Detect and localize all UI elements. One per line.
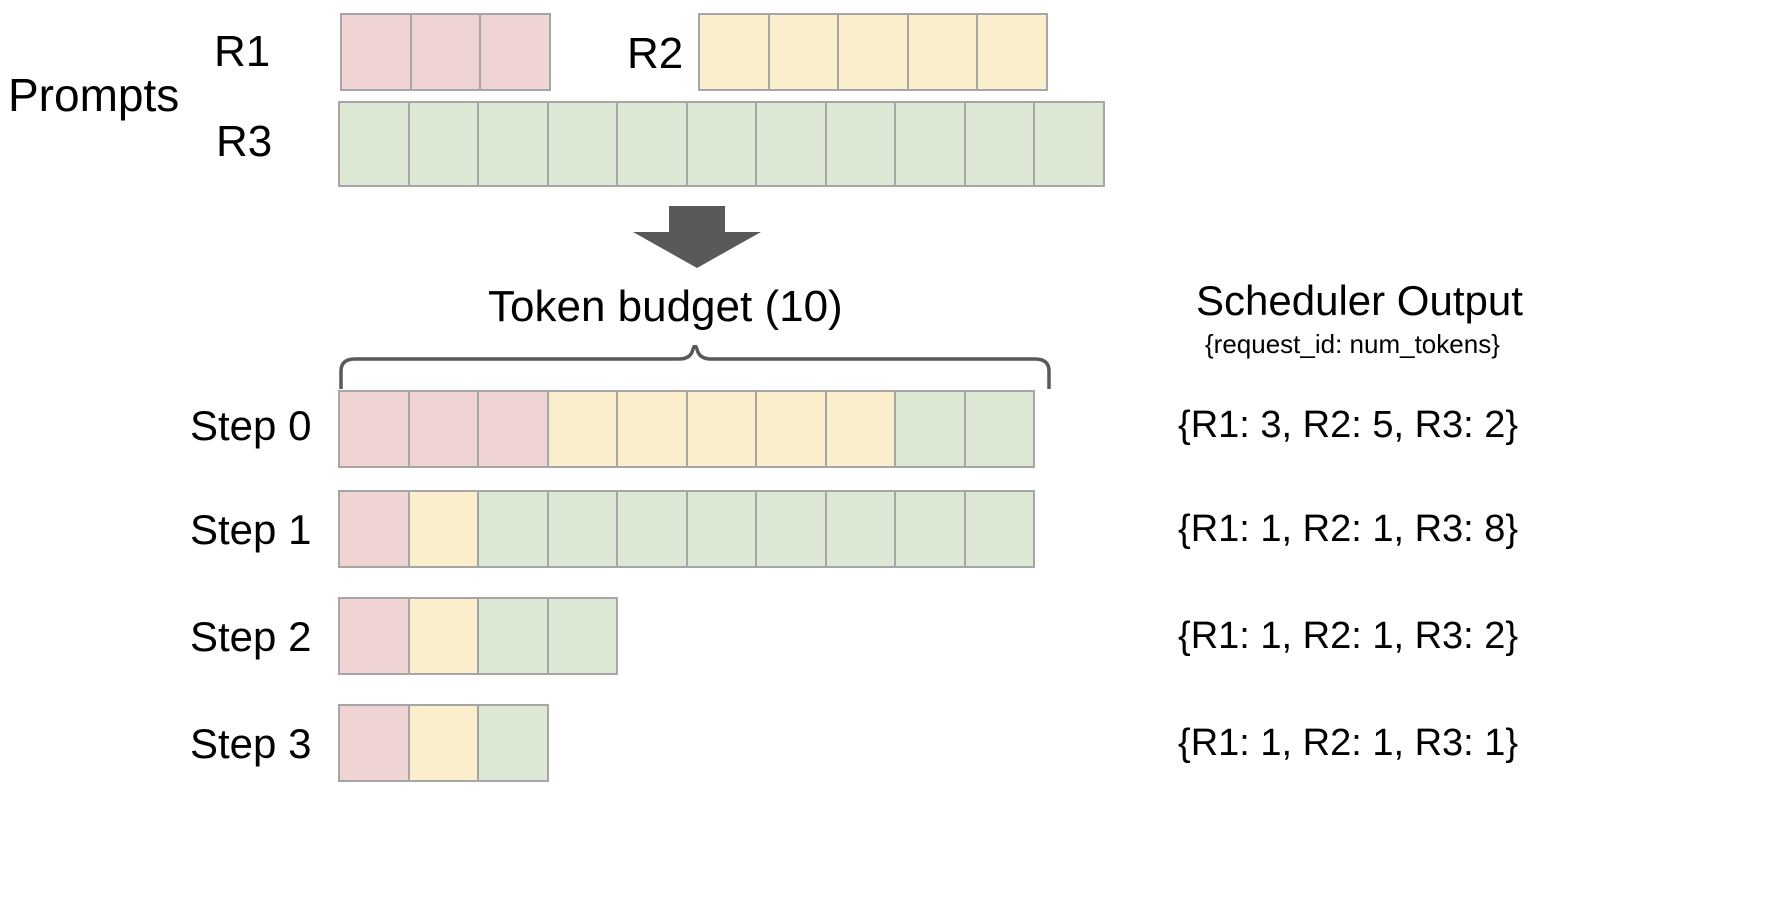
down-arrow-icon xyxy=(633,206,761,268)
token-cell-r2 xyxy=(976,13,1048,91)
step-row-1 xyxy=(338,490,1035,568)
token-cell-r2 xyxy=(698,13,770,91)
scheduler-output-subtitle: {request_id: num_tokens} xyxy=(1205,329,1500,359)
step-label-2: Step 2 xyxy=(190,613,312,660)
curly-brace-icon xyxy=(338,341,1052,391)
token-cell-r3 xyxy=(963,390,1035,468)
scheduler-output-1: {R1: 1, R2: 1, R3: 8} xyxy=(1178,508,1519,550)
scheduler-output-0: {R1: 3, R2: 5, R3: 2} xyxy=(1178,404,1519,446)
prompts-section-label: Prompts xyxy=(8,69,180,121)
token-cell-r2 xyxy=(407,704,479,782)
step-row-0 xyxy=(338,390,1035,468)
token-cell-r3 xyxy=(755,101,827,187)
prompt-label-r3: R3 xyxy=(216,117,273,166)
token-cell-r2 xyxy=(906,13,978,91)
prompt-row-r2 xyxy=(698,13,1048,91)
token-cell-r1 xyxy=(338,490,410,568)
token-cell-r2 xyxy=(685,390,757,468)
token-cell-r2 xyxy=(546,390,618,468)
token-cell-r3 xyxy=(685,490,757,568)
token-cell-r1 xyxy=(338,704,410,782)
token-cell-r2 xyxy=(616,390,688,468)
token-cell-r2 xyxy=(824,390,896,468)
scheduler-output-title: Scheduler Output xyxy=(1196,277,1523,324)
token-budget-title: Token budget (10) xyxy=(488,282,843,331)
step-row-2 xyxy=(338,597,618,675)
token-cell-r2 xyxy=(837,13,909,91)
prompt-label-r2: R2 xyxy=(627,29,684,78)
token-cell-r1 xyxy=(338,597,410,675)
token-cell-r3 xyxy=(824,490,896,568)
step-label-1: Step 1 xyxy=(190,506,312,553)
token-cell-r3 xyxy=(616,490,688,568)
token-cell-r2 xyxy=(407,490,479,568)
token-cell-r3 xyxy=(894,101,966,187)
token-cell-r2 xyxy=(755,390,827,468)
token-cell-r3 xyxy=(477,597,549,675)
token-cell-r3 xyxy=(338,101,410,187)
token-cell-r2 xyxy=(407,597,479,675)
prompt-label-r1: R1 xyxy=(214,27,271,76)
token-cell-r2 xyxy=(767,13,839,91)
scheduler-output-3: {R1: 1, R2: 1, R3: 1} xyxy=(1178,722,1519,764)
token-cell-r3 xyxy=(616,101,688,187)
token-cell-r1 xyxy=(340,13,412,91)
step-label-3: Step 3 xyxy=(190,720,312,767)
token-cell-r1 xyxy=(407,390,479,468)
token-cell-r3 xyxy=(963,490,1035,568)
token-cell-r1 xyxy=(409,13,481,91)
token-cell-r3 xyxy=(407,101,479,187)
prompt-row-r1 xyxy=(340,13,551,91)
token-cell-r3 xyxy=(546,490,618,568)
prompt-row-r3 xyxy=(338,101,1105,187)
token-cell-r3 xyxy=(963,101,1035,187)
token-cell-r3 xyxy=(824,101,896,187)
token-cell-r3 xyxy=(755,490,827,568)
token-cell-r1 xyxy=(338,390,410,468)
step-row-3 xyxy=(338,704,549,782)
token-cell-r1 xyxy=(477,390,549,468)
step-label-0: Step 0 xyxy=(190,402,312,449)
token-cell-r3 xyxy=(477,490,549,568)
token-cell-r3 xyxy=(894,390,966,468)
token-cell-r1 xyxy=(479,13,551,91)
token-cell-r3 xyxy=(685,101,757,187)
token-cell-r3 xyxy=(894,490,966,568)
token-cell-r3 xyxy=(546,101,618,187)
token-cell-r3 xyxy=(1033,101,1105,187)
scheduler-output-2: {R1: 1, R2: 1, R3: 2} xyxy=(1178,615,1519,657)
token-cell-r3 xyxy=(546,597,618,675)
token-cell-r3 xyxy=(477,101,549,187)
token-cell-r3 xyxy=(477,704,549,782)
